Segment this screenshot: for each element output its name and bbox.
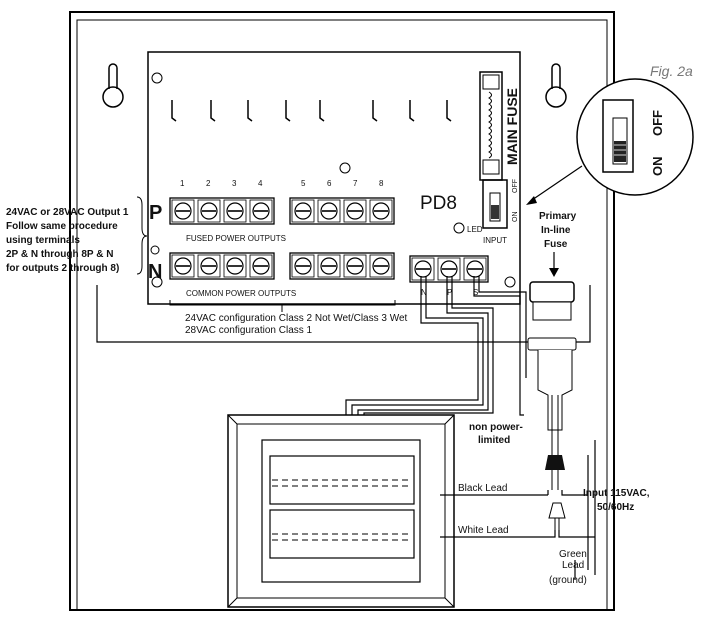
primary-inline-fuse [527, 281, 577, 455]
enclosure-inner [76, 19, 608, 611]
fused-terminal-block-a [169, 197, 275, 225]
terminal-screw[interactable] [200, 202, 218, 220]
switch-off-label: OFF [512, 179, 519, 193]
board-hole [339, 162, 351, 174]
primary-fuse-label: Primary [539, 211, 577, 222]
terminal-screw[interactable] [294, 202, 312, 220]
row-p-marker [150, 245, 160, 255]
terminal-screw[interactable] [466, 260, 484, 278]
terminal-screw[interactable] [174, 257, 192, 275]
input-terminal-n: N [421, 288, 427, 297]
transformer-wires [345, 276, 494, 415]
left-note-line: 2P & N through 8P & N [6, 249, 113, 260]
board-hole [151, 72, 163, 84]
config-line-2: 28VAC configuration Class 1 [185, 325, 313, 336]
input-terminal-block [409, 255, 489, 283]
left-note-line: for outputs 2 through 8) [6, 263, 119, 274]
output-fuse-slots [171, 100, 452, 122]
primary-fuse-label: Fuse [544, 239, 568, 250]
left-note-line: Follow same procedure [6, 221, 118, 232]
output-number: 7 [353, 179, 358, 188]
white-lead-label: White Lead [458, 525, 509, 536]
common-outputs-bracket [169, 300, 396, 312]
left-note-line: using terminals [6, 235, 80, 246]
terminal-screw[interactable] [294, 257, 312, 275]
keyhole-slot-right [545, 63, 567, 108]
main-fuse-label: MAIN FUSE [504, 88, 520, 165]
board-model-label: PD8 [420, 193, 457, 214]
non-power-limited-label: limited [478, 435, 510, 446]
terminal-blocks [169, 197, 489, 283]
left-note-bracket [136, 196, 148, 275]
primary-fuse-label: In-line [541, 225, 571, 236]
input-terminal-p: P [447, 288, 452, 297]
input-power-label: 50/60Hz [597, 502, 634, 513]
output-number: 3 [232, 179, 237, 188]
config-line-1: 24VAC configuration Class 2 Not Wet/Clas… [185, 313, 408, 324]
ground-label: (ground) [549, 575, 587, 586]
transformer [227, 414, 455, 608]
fused-terminal-block-b [289, 197, 395, 225]
common-terminal-block-a [169, 252, 275, 280]
terminal-screw[interactable] [346, 257, 364, 275]
non-power-limited-label: non power- [469, 422, 523, 433]
terminal-screw[interactable] [372, 257, 390, 275]
main-fuse-holder [479, 71, 503, 181]
input-label: INPUT [483, 236, 507, 245]
zoom-arrow [526, 165, 583, 205]
input-switch-box [482, 179, 508, 229]
fused-outputs-label: FUSED POWER OUTPUTS [186, 234, 286, 243]
input-power-label: Input 115VAC, [583, 488, 650, 499]
input-terminal-s: S [473, 288, 478, 297]
fuse-wires [473, 276, 527, 416]
primary-fuse-arrow [549, 252, 559, 277]
output-number: 5 [301, 179, 306, 188]
output-number: 4 [258, 179, 263, 188]
green-lead-label: Lead [562, 560, 584, 571]
output-number: 6 [327, 179, 332, 188]
terminal-screw[interactable] [252, 257, 270, 275]
terminal-screw[interactable] [226, 257, 244, 275]
green-lead-label: Green [559, 549, 587, 560]
switch-on-label: ON [512, 212, 519, 223]
terminal-screw[interactable] [346, 202, 364, 220]
mounting-bracket [96, 285, 591, 343]
row-p-label: P [149, 202, 162, 224]
terminal-screw[interactable] [252, 202, 270, 220]
terminal-screw[interactable] [440, 260, 458, 278]
led-indicator [453, 222, 465, 234]
black-lead-connector [545, 455, 565, 490]
lead-wires [440, 440, 596, 580]
board-hole [151, 276, 163, 288]
switch-zoom-callout [576, 78, 694, 196]
terminal-screw[interactable] [174, 202, 192, 220]
common-outputs-label: COMMON POWER OUTPUTS [186, 289, 296, 298]
terminal-screw[interactable] [320, 257, 338, 275]
board-hole [504, 276, 516, 288]
output-number: 1 [180, 179, 185, 188]
output-number: 8 [379, 179, 384, 188]
terminal-screw[interactable] [226, 202, 244, 220]
terminal-screw[interactable] [414, 260, 432, 278]
zoom-off-label: OFF [650, 110, 665, 136]
terminal-screw[interactable] [372, 202, 390, 220]
keyhole-slot-left [102, 63, 124, 108]
output-number: 2 [206, 179, 211, 188]
input-switch[interactable] [489, 192, 501, 222]
zoom-on-label: ON [650, 157, 665, 177]
black-lead-label: Black Lead [458, 483, 507, 494]
left-note-line: 24VAC or 28VAC Output 1 [6, 207, 129, 218]
white-lead-connector [548, 502, 566, 530]
common-terminal-block-b [289, 252, 395, 280]
terminal-screw[interactable] [320, 202, 338, 220]
row-n-label: N [148, 261, 162, 283]
terminal-screw[interactable] [200, 257, 218, 275]
figure-label: Fig. 2a [650, 63, 693, 79]
led-label: LED [467, 225, 483, 234]
